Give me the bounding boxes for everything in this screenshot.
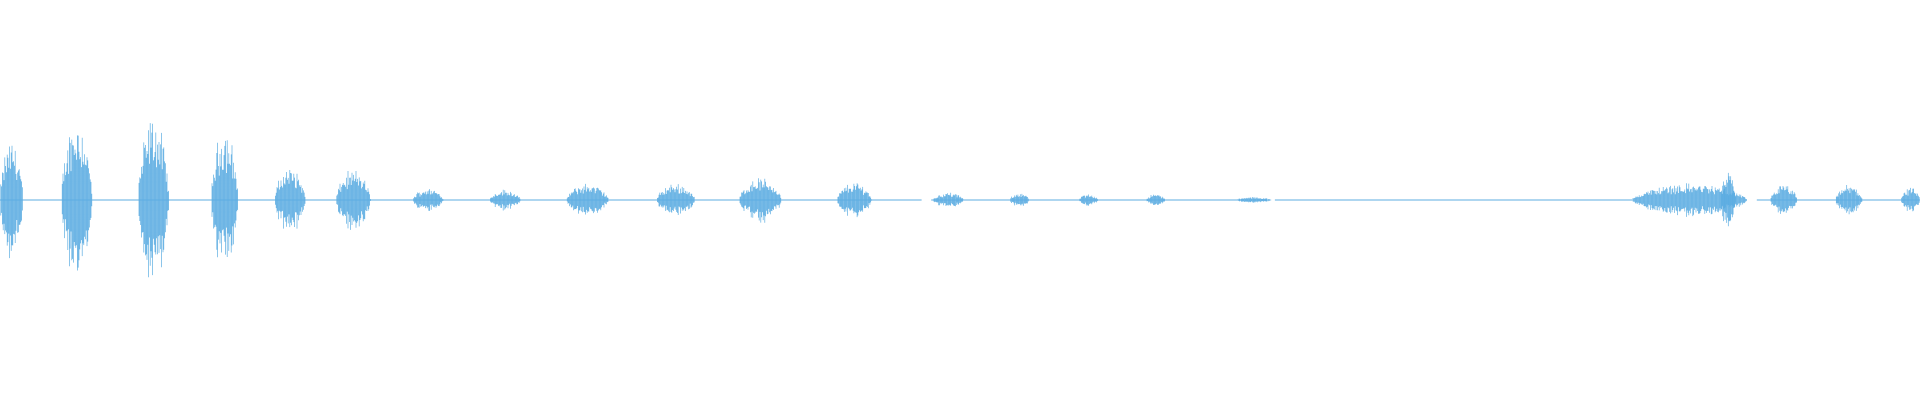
waveform-burst-strokes	[1770, 186, 1797, 214]
waveform-burst	[275, 170, 306, 229]
waveform-burst-strokes	[1835, 185, 1863, 215]
waveform-burst	[1770, 186, 1797, 214]
waveform-burst	[413, 189, 444, 211]
waveform-burst	[1835, 185, 1863, 215]
waveform-burst-strokes	[336, 171, 371, 230]
waveform-burst-strokes	[837, 183, 872, 218]
waveform-burst	[490, 189, 521, 211]
waveform-burst	[1010, 193, 1029, 206]
waveform-burst	[336, 171, 371, 230]
waveform-burst	[566, 183, 609, 215]
waveform-burst	[1236, 197, 1272, 203]
waveform-burst	[933, 192, 964, 207]
waveform-burst	[1901, 187, 1920, 212]
waveform-burst	[211, 140, 238, 258]
waveform-burst-strokes	[1901, 187, 1920, 212]
waveform-burst-strokes	[933, 192, 964, 207]
waveform-burst-strokes	[1720, 172, 1736, 227]
waveform-burst-strokes	[739, 178, 782, 223]
waveform-burst-strokes	[275, 170, 306, 229]
waveform-burst-strokes	[657, 184, 695, 215]
waveform-burst	[739, 178, 782, 223]
waveform-burst-strokes	[1146, 194, 1165, 205]
waveform-burst	[138, 123, 169, 278]
waveform-burst-strokes	[1079, 194, 1098, 206]
waveform-burst-strokes	[61, 135, 93, 271]
waveform-burst	[61, 135, 93, 271]
waveform-burst	[1720, 172, 1736, 227]
waveform-burst-strokes	[566, 183, 609, 215]
waveform-burst-strokes	[413, 189, 444, 211]
waveform-burst	[0, 145, 23, 259]
waveform-burst-strokes	[138, 123, 169, 278]
waveform-burst-strokes	[1236, 197, 1272, 203]
waveform-burst	[657, 184, 695, 215]
waveform-burst-strokes	[211, 140, 238, 258]
waveform-burst-strokes	[0, 145, 23, 259]
waveform-burst	[837, 183, 872, 218]
waveform-burst	[1146, 194, 1165, 205]
waveform-burst-strokes	[490, 189, 521, 211]
waveform-burst-strokes	[1010, 193, 1029, 206]
waveform-burst	[1079, 194, 1098, 206]
